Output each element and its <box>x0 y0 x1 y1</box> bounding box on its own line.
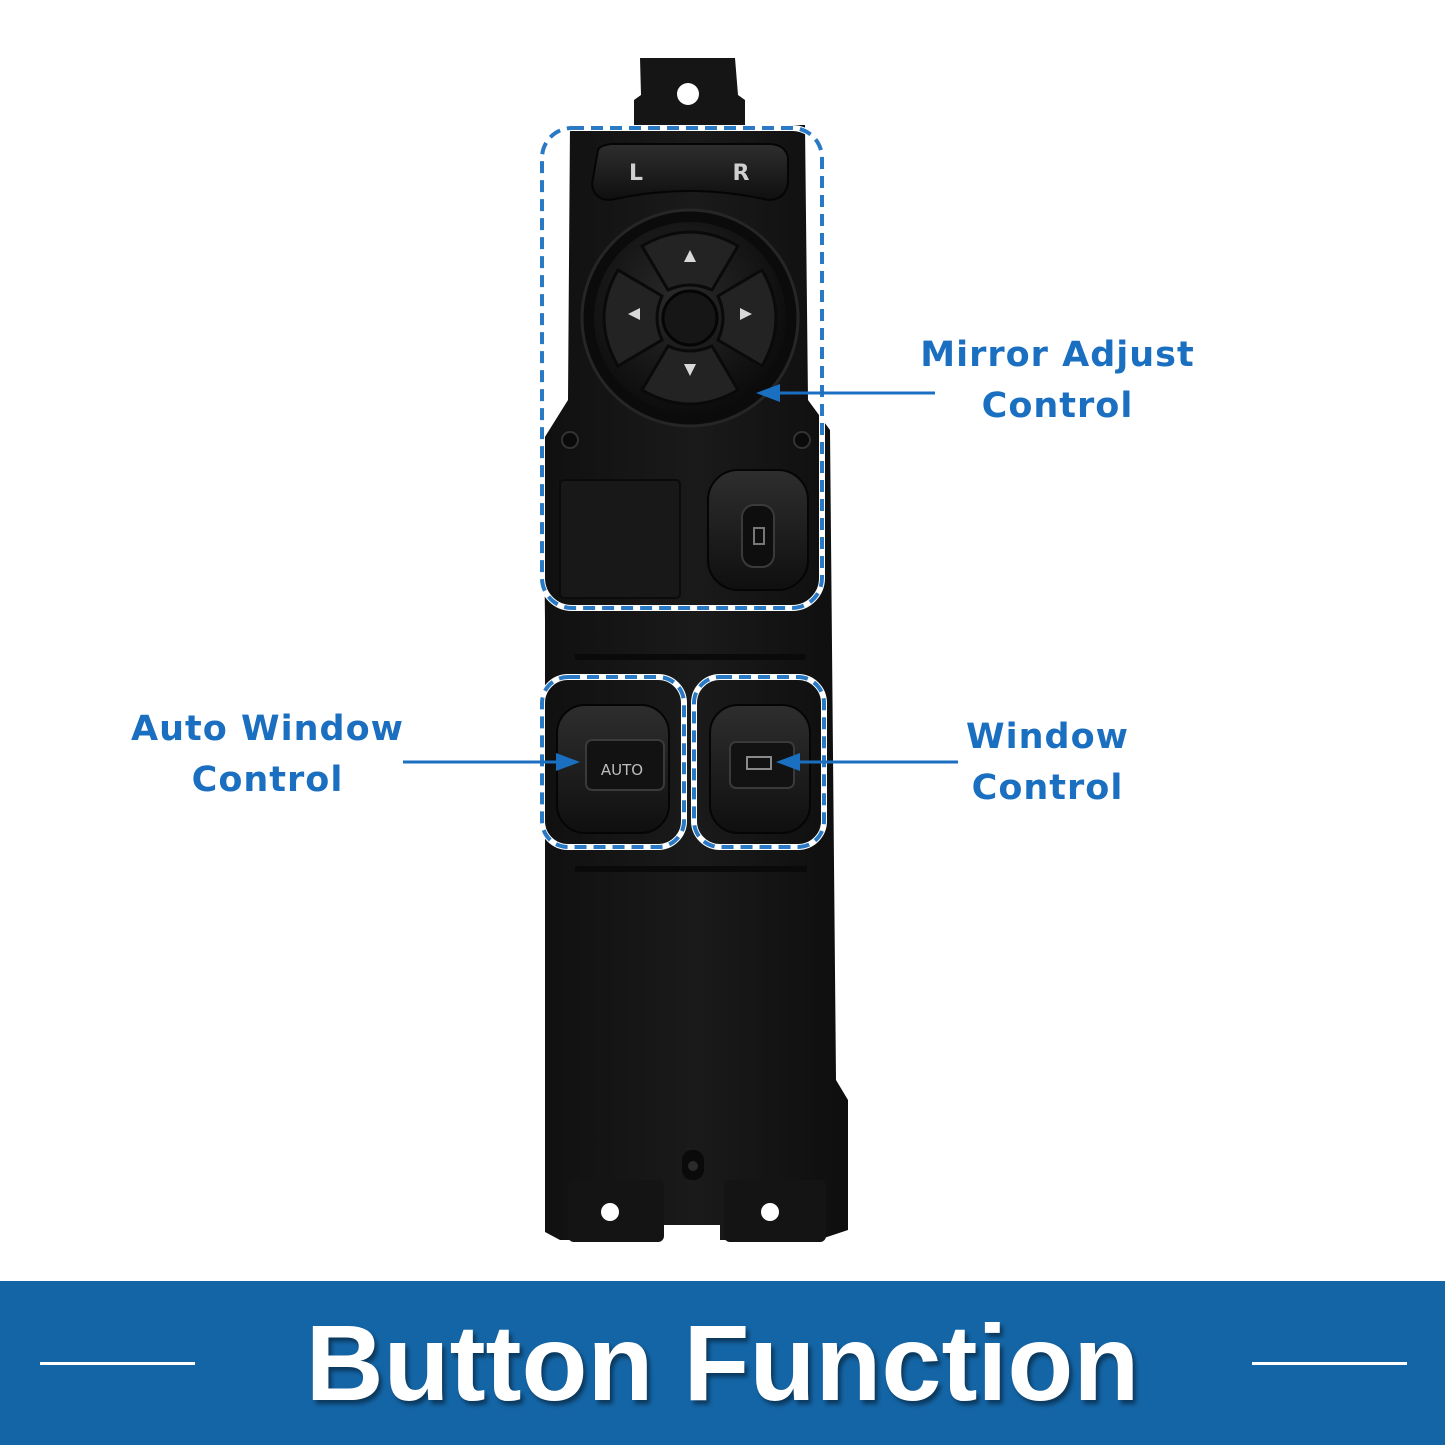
banner-rule-left <box>40 1362 195 1365</box>
lock-switch[interactable] <box>707 469 809 591</box>
arrow-left-icon <box>628 308 640 320</box>
window-label-line2: Control <box>971 768 1124 808</box>
window-switch-panel-illustration: L R AUT <box>403 58 958 1242</box>
selector-left-letter: L <box>629 161 643 186</box>
mirror-selector-rocker[interactable]: L R <box>590 143 789 202</box>
screw-right <box>793 431 811 449</box>
window-control-label: Window Control <box>930 712 1165 814</box>
auto-switch-text: AUTO <box>601 761 643 779</box>
top-mounting-tab <box>634 58 745 130</box>
screw-left <box>561 431 579 449</box>
title-banner: Button Function <box>0 1281 1445 1445</box>
auto-label-line1: Auto Window <box>131 709 404 749</box>
panel-ridge-lower <box>575 866 807 872</box>
window-callout-arrow <box>776 753 958 771</box>
window-label-line1: Window <box>966 717 1129 757</box>
mirror-label-line1: Mirror Adjust <box>920 335 1195 375</box>
window-switch[interactable] <box>709 704 811 834</box>
banner-title: Button Function <box>305 1302 1140 1423</box>
switch-panel-body <box>543 125 848 1240</box>
product-stage: L R AUT <box>110 58 1215 1242</box>
arrow-right-icon <box>740 308 752 320</box>
auto-window-switch[interactable]: AUTO <box>556 704 670 834</box>
auto-window-control-label: Auto Window Control <box>110 704 425 806</box>
auto-label-line2: Control <box>191 760 344 800</box>
panel-ridge-upper <box>575 654 805 660</box>
blank-switch-plate <box>559 479 681 599</box>
arrow-down-icon <box>684 364 696 376</box>
mirror-adjust-control-label: Mirror Adjust Control <box>900 330 1215 432</box>
mirror-direction-pad[interactable] <box>580 208 800 428</box>
banner-rule-right <box>1252 1362 1407 1365</box>
auto-window-callout-arrow <box>403 753 580 771</box>
mirror-callout-arrow <box>756 384 935 402</box>
bottom-mounting-tabs <box>568 1150 826 1242</box>
selector-right-letter: R <box>733 161 750 186</box>
arrow-up-icon <box>684 250 696 262</box>
mirror-label-line2: Control <box>981 386 1134 426</box>
